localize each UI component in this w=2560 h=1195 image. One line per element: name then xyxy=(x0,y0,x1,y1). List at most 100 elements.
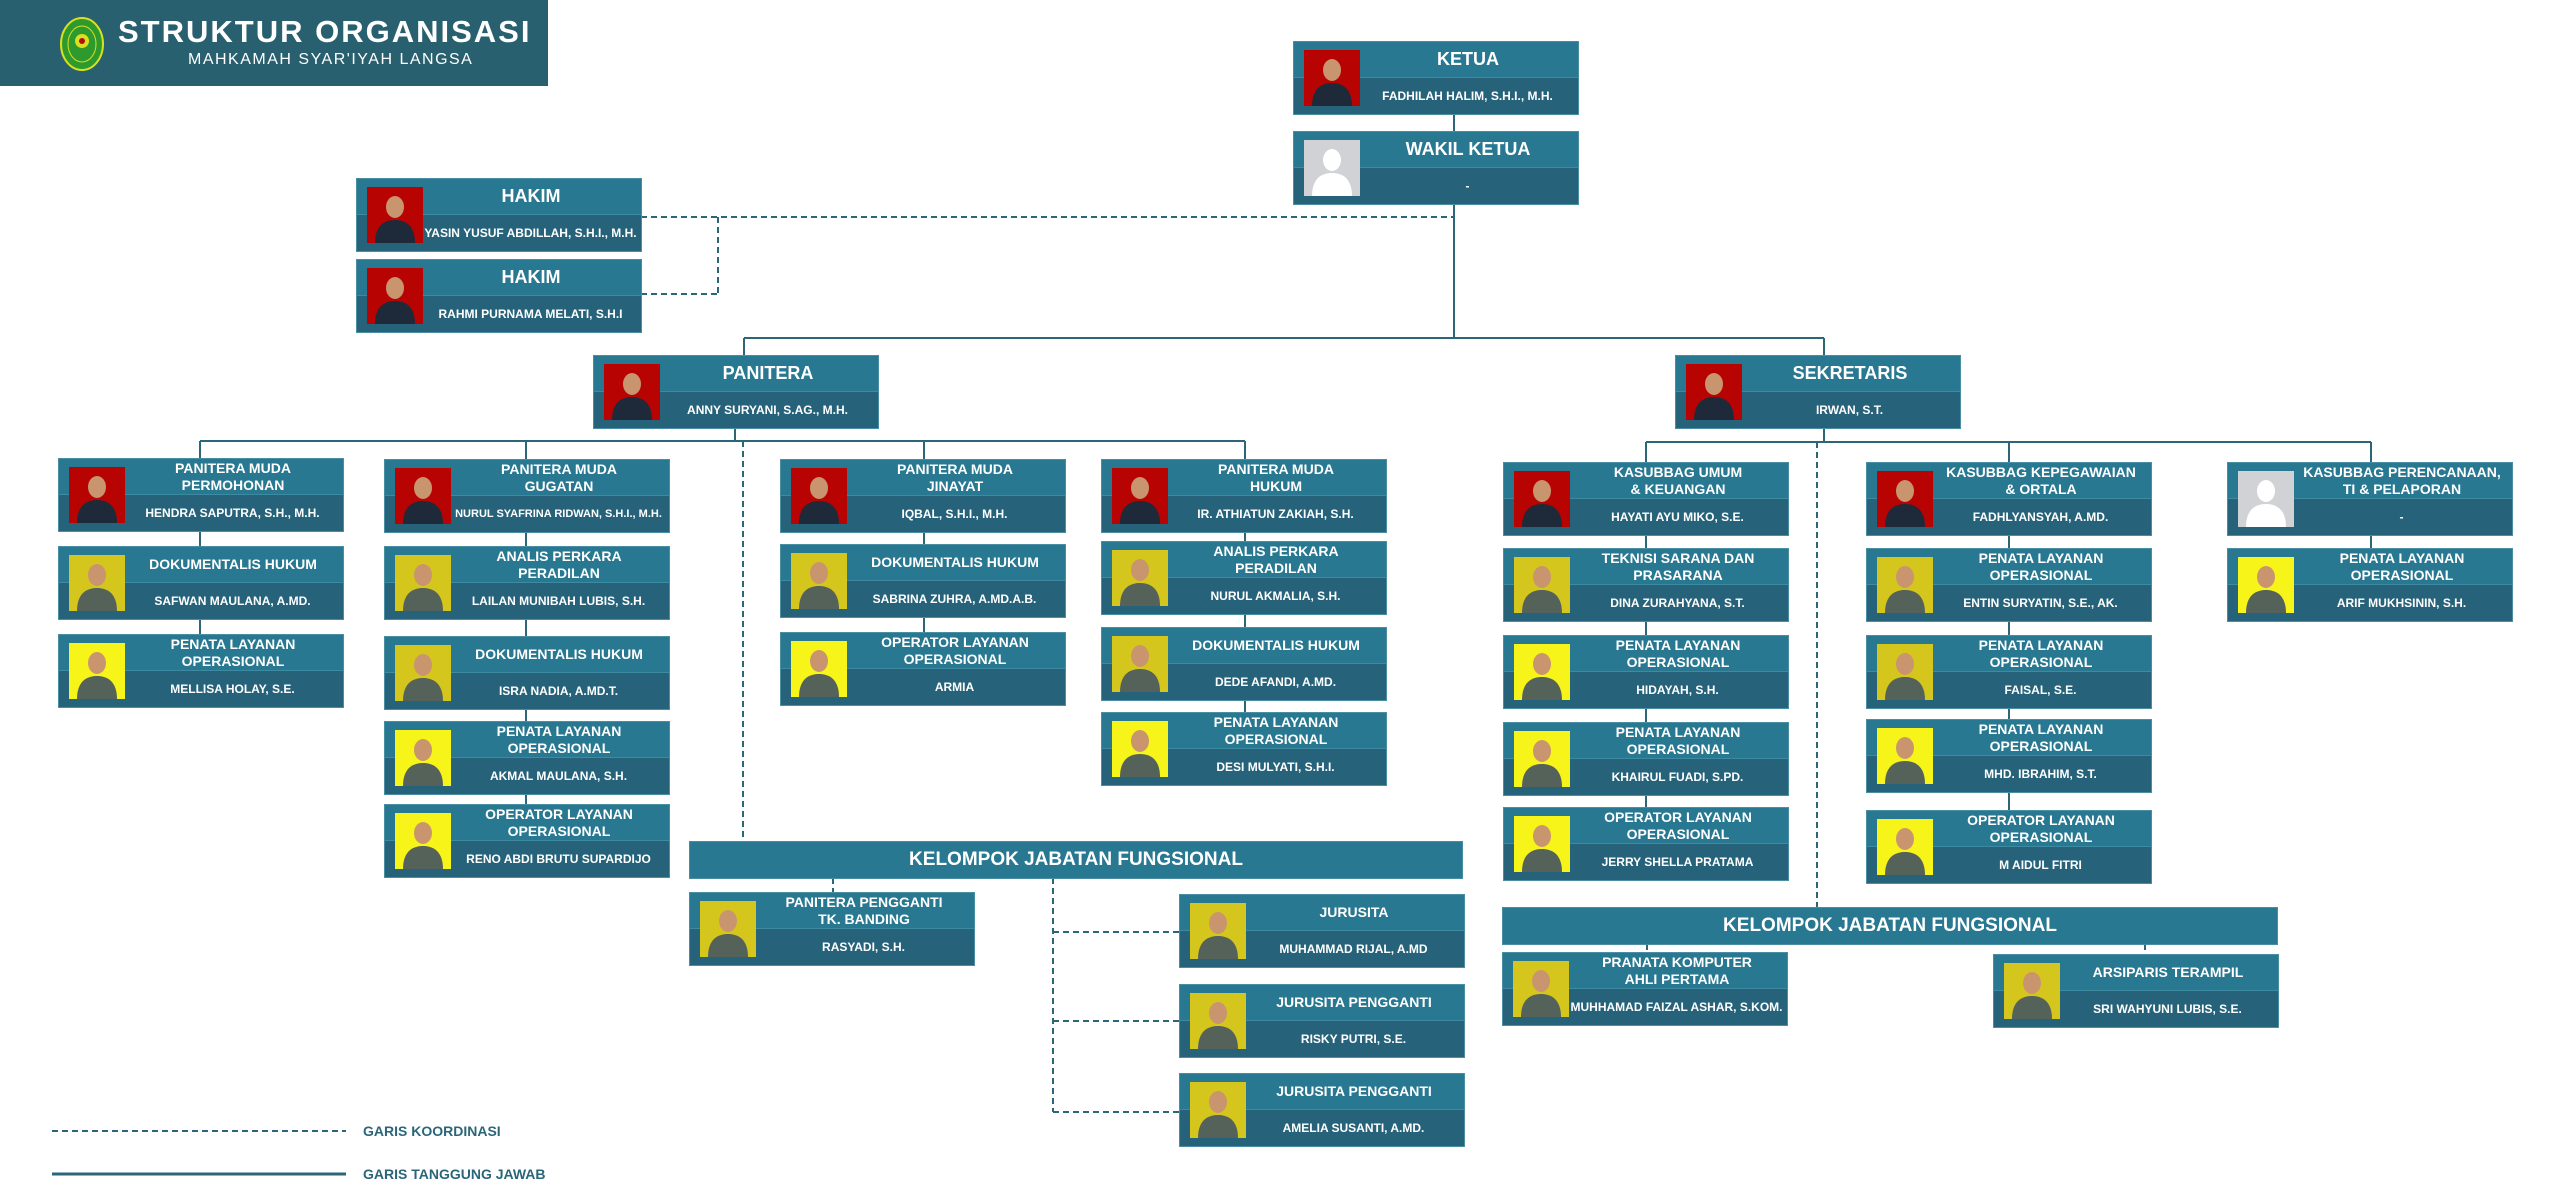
person-photo xyxy=(1514,557,1570,613)
person-name: RAHMI PURNAMA MELATI, S.H.I xyxy=(438,307,623,321)
position-title: HAKIM xyxy=(501,186,561,206)
position-title: KASUBBAG PERENCANAAN, TI & PELAPORAN xyxy=(2303,463,2501,497)
person-silhouette-icon xyxy=(403,822,443,869)
person-silhouette-icon xyxy=(1522,653,1562,700)
person-silhouette-icon xyxy=(799,650,839,697)
position-title: PENATA LAYANAN OPERASIONAL xyxy=(1978,720,2104,754)
group-bar-panitera-fungsional: KELOMPOK JABATAN FUNGSIONAL xyxy=(690,842,1462,878)
person-silhouette-icon xyxy=(1198,912,1238,959)
position-title: JURUSITA xyxy=(1319,904,1389,920)
person-name: MUHHAMAD FAIZAL ASHAR, S.KOM. xyxy=(1570,1000,1783,1014)
person-name: SABRINA ZUHRA, A.MD.A.B. xyxy=(872,592,1037,606)
person-silhouette-icon xyxy=(1885,480,1925,527)
position-card: DOKUMENTALIS HUKUM ISRA NADIA, A.MD.T. xyxy=(385,637,669,709)
person-photo xyxy=(1513,961,1569,1017)
person-name: ENTIN SURYATIN, S.E., AK. xyxy=(1963,596,2118,610)
position-title: HAKIM xyxy=(501,267,561,287)
position-title: DOKUMENTALIS HUKUM xyxy=(475,646,643,662)
person-name: ISRA NADIA, A.MD.T. xyxy=(498,684,619,698)
position-card: HAKIM RAHMI PURNAMA MELATI, S.H.I xyxy=(357,260,641,332)
position-title: PENATA LAYANAN OPERASIONAL xyxy=(496,722,622,756)
person-silhouette-icon xyxy=(799,477,839,524)
person-silhouette-icon xyxy=(77,476,117,523)
legend-solid-label: GARIS TANGGUNG JAWAB xyxy=(363,1166,546,1182)
person-silhouette-icon xyxy=(1120,477,1160,524)
person-photo xyxy=(395,645,451,701)
person-name: SRI WAHYUNI LUBIS, S.E. xyxy=(2093,1002,2242,1016)
person-silhouette-icon xyxy=(375,277,415,324)
person-photo xyxy=(700,901,756,957)
person-name: NURUL AKMALIA, S.H. xyxy=(1210,589,1341,603)
position-card: PENATA LAYANAN OPERASIONAL HIDAYAH, S.H. xyxy=(1504,636,1788,708)
person-name: YASIN YUSUF ABDILLAH, S.H.I., M.H. xyxy=(424,226,637,240)
person-photo xyxy=(395,468,451,524)
page-header: STRUKTUR ORGANISASI MAHKAMAH SYAR'IYAH L… xyxy=(0,0,548,86)
person-name: RISKY PUTRI, S.E. xyxy=(1300,1032,1407,1046)
person-photo xyxy=(791,553,847,609)
person-name: AKMAL MAULANA, S.H. xyxy=(489,769,628,783)
avatar-placeholder-icon xyxy=(1304,140,1360,196)
position-card: PRANATA KOMPUTER AHLI PERTAMA MUHHAMAD FA… xyxy=(1503,953,1787,1025)
position-title: KASUBBAG UMUM & KEUANGAN xyxy=(1613,463,1743,497)
legend-dashed-label: GARIS KOORDINASI xyxy=(363,1123,501,1139)
position-title: WAKIL KETUA xyxy=(1405,139,1531,159)
person-silhouette-icon xyxy=(1312,149,1352,196)
court-logo-icon xyxy=(60,17,104,71)
person-photo xyxy=(1514,644,1570,700)
person-name: SAFWAN MAULANA, A.MD. xyxy=(154,594,311,608)
person-silhouette-icon xyxy=(375,196,415,243)
position-card: KASUBBAG PERENCANAAN, TI & PELAPORAN - xyxy=(2228,463,2512,535)
person-photo xyxy=(1686,364,1742,420)
person-name: M AIDUL FITRI xyxy=(1999,858,2082,872)
person-silhouette-icon xyxy=(1522,740,1562,787)
position-title: PANITERA MUDA JINAYAT xyxy=(897,460,1013,494)
person-name: DEDE AFANDI, A.MD. xyxy=(1214,675,1337,689)
position-title: PRANATA KOMPUTER AHLI PERTAMA xyxy=(1602,953,1752,987)
position-title: OPERATOR LAYANAN OPERASIONAL xyxy=(1967,811,2115,845)
position-card: WAKIL KETUA - xyxy=(1294,132,1578,204)
person-silhouette-icon xyxy=(1120,645,1160,692)
person-name: HIDAYAH, S.H. xyxy=(1636,683,1719,697)
person-silhouette-icon xyxy=(2246,566,2286,613)
person-name: - xyxy=(1465,179,1470,193)
person-silhouette-icon xyxy=(1312,59,1352,106)
position-title: OPERATOR LAYANAN OPERASIONAL xyxy=(881,633,1029,667)
person-silhouette-icon xyxy=(403,654,443,701)
position-title: PENATA LAYANAN OPERASIONAL xyxy=(170,635,296,669)
position-card: JURUSITA MUHAMMAD RIJAL, A.MD xyxy=(1180,895,1464,967)
person-silhouette-icon xyxy=(1522,825,1562,872)
person-silhouette-icon xyxy=(1885,828,1925,875)
person-name: HAYATI AYU MIKO, S.E. xyxy=(1611,510,1744,524)
person-name: - xyxy=(2399,510,2404,524)
person-silhouette-icon xyxy=(403,564,443,611)
person-silhouette-icon xyxy=(1522,480,1562,527)
position-title: SEKRETARIS xyxy=(1792,363,1908,383)
position-title: PANITERA PENGGANTI TK. BANDING xyxy=(785,893,943,927)
person-name: IRWAN, S.T. xyxy=(1815,403,1884,417)
person-silhouette-icon xyxy=(77,564,117,611)
person-photo xyxy=(1190,1082,1246,1138)
person-photo xyxy=(1877,728,1933,784)
person-photo xyxy=(2238,557,2294,613)
person-name: ARMIA xyxy=(934,680,975,694)
position-title: PENATA LAYANAN OPERASIONAL xyxy=(1615,636,1741,670)
page-subtitle: MAHKAMAH SYAR'IYAH LANGSA xyxy=(188,51,474,68)
person-name: FADHLYANSYAH, A.MD. xyxy=(1972,510,2109,524)
person-name: IR. ATHIATUN ZAKIAH, S.H. xyxy=(1197,507,1354,521)
position-title: DOKUMENTALIS HUKUM xyxy=(871,554,1039,570)
person-name: MUHAMMAD RIJAL, A.MD xyxy=(1279,942,1428,956)
person-photo xyxy=(1877,644,1933,700)
person-name: ANNY SURYANI, S.AG., M.H. xyxy=(687,403,848,417)
person-name: FAISAL, S.E. xyxy=(2004,683,2077,697)
position-title: OPERATOR LAYANAN OPERASIONAL xyxy=(1604,808,1752,842)
person-silhouette-icon xyxy=(708,910,748,957)
position-title: ANALIS PERKARA PERADILAN xyxy=(496,547,622,581)
person-photo xyxy=(1112,468,1168,524)
person-photo xyxy=(69,555,125,611)
position-title: KASUBBAG KEPEGAWAIAN & ORTALA xyxy=(1946,463,2136,497)
